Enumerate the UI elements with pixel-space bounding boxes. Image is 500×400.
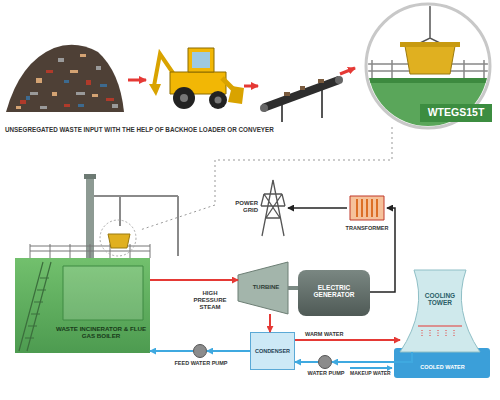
wheel — [209, 91, 227, 109]
waste-debris — [30, 58, 118, 109]
pool-label: COOLED WATER — [400, 364, 485, 370]
incinerator-top — [360, 78, 500, 138]
loader-bucket — [228, 86, 244, 104]
flow-connector — [288, 286, 298, 290]
flow-connector — [370, 208, 395, 292]
flow-connector — [295, 361, 318, 363]
node-label: ELECTRIC GENERATOR — [300, 284, 368, 299]
cab-window — [192, 52, 210, 68]
node-label: WATER PUMP — [299, 370, 353, 376]
turbine-casing — [238, 262, 288, 314]
flow-connector — [150, 350, 193, 352]
flow-connector — [288, 207, 347, 209]
node-label: FEED WATER PUMP — [174, 360, 228, 366]
waste-on-belt — [284, 79, 324, 96]
waste-skip — [405, 46, 455, 74]
stair-steps — [25, 278, 49, 338]
node-label: WASTE INCINERATOR & FLUE GAS BOILER — [55, 326, 147, 340]
conveyor-belt — [262, 76, 340, 112]
flow-label: MAKEUP WATER — [350, 371, 396, 377]
flow-connector — [269, 314, 271, 332]
incinerator-boiler: WASTE INCINERATOR & FLUE GAS BOILER — [15, 258, 150, 353]
transformer: TRANSFORMER — [347, 193, 387, 223]
conveyor-roller — [335, 76, 343, 84]
wheel-hub — [180, 94, 188, 102]
flow-connector — [295, 339, 400, 341]
flow-connector — [207, 350, 250, 352]
waste-debris — [20, 70, 114, 107]
flow-arrow — [128, 79, 146, 82]
waste-debris — [26, 80, 107, 107]
node-label: TURBINE — [244, 284, 288, 291]
spray-pipe — [418, 325, 462, 326]
turbine: TURBINE — [238, 262, 288, 314]
flow-connector — [332, 352, 412, 362]
transformer-body — [350, 196, 384, 220]
waste-pile — [6, 45, 124, 112]
water-spray — [422, 330, 454, 336]
model-badge: WTEGS15T — [420, 104, 492, 122]
caption-note: UNSEGREGATED WASTE INPUT WITH THE HELP O… — [5, 126, 335, 133]
zoom-marker — [100, 220, 136, 256]
electric-generator: ELECTRIC GENERATOR — [298, 270, 370, 316]
stair-rail — [19, 262, 51, 351]
loader-cab — [188, 48, 214, 72]
waste-skip — [108, 234, 130, 248]
cooling-fins — [357, 199, 377, 217]
node-label: TRANSFORMER — [335, 225, 399, 231]
wheel — [173, 87, 195, 109]
cooling-tower: COOLING TOWER — [400, 270, 480, 352]
chimney-cap — [84, 174, 96, 179]
railing — [30, 244, 150, 258]
flow-arrow — [244, 85, 258, 88]
skip-rim — [400, 42, 460, 47]
cooling-tower-outline — [400, 270, 480, 352]
condenser: CONDENSER — [250, 332, 295, 370]
edge-label: HIGH PRESSURE STEAM — [186, 290, 234, 311]
makeup-arrow — [350, 367, 392, 369]
incinerator-edge — [360, 78, 500, 83]
power-grid-outline — [228, 178, 288, 238]
feed-water-pump: FEED WATER PUMP — [193, 344, 207, 358]
flow-connector — [150, 279, 238, 281]
wheel-hub — [215, 97, 222, 104]
zoom-detail — [360, 4, 500, 138]
node-label: POWER GRID — [228, 200, 258, 213]
boiler-panel — [63, 266, 143, 320]
transformer-outline — [347, 193, 387, 223]
pylon — [261, 180, 285, 236]
backhoe-bucket — [149, 84, 161, 96]
tower-shell — [400, 270, 480, 352]
conveyor-roller — [260, 104, 268, 112]
gantry — [94, 196, 178, 256]
node-label: WTEGS15T — [420, 107, 492, 119]
flow-arrow — [340, 68, 355, 74]
crane-hook — [418, 4, 442, 44]
water-pump: WATER PUMP — [318, 355, 332, 369]
power-grid: POWER GRID — [228, 178, 288, 238]
edge-label: WARM WATER — [305, 331, 385, 337]
waste-debris — [16, 54, 98, 109]
node-label: COOLING TOWER — [420, 292, 460, 307]
node-label: CONDENSER — [251, 348, 294, 354]
